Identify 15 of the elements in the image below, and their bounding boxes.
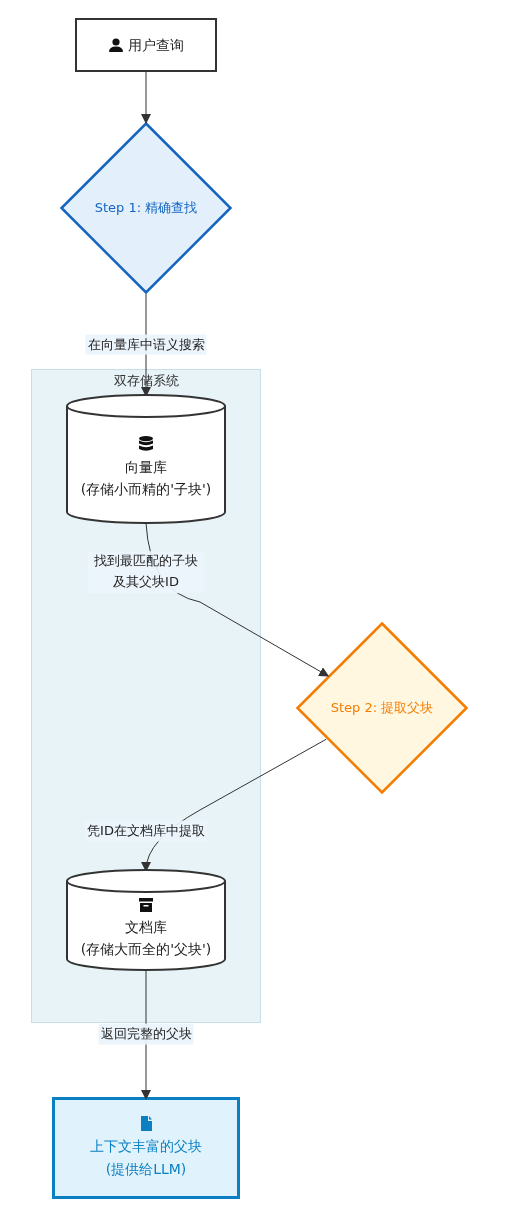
node-label: 用户查询 [127,35,184,55]
node-label: Step 2: 提取父块 [330,698,434,717]
node-subtitle: (存储大而全的'父块') [80,940,212,959]
edge-label: 返回完整的父块 [98,1023,194,1045]
arrow [141,70,151,124]
group-title: 双存储系统 [113,372,179,390]
node-label: Step 1: 精确查找 [94,198,198,217]
edge-label: 在向量库中语义搜索 [85,334,207,355]
node-subtitle: (存储小而精的'子块') [80,480,212,499]
edge-label: 凭ID在文档库中提取 [85,820,207,842]
edge-label: 找到最匹配的子块及其父块ID [88,551,204,593]
node-subtitle: (提供给LLM) [105,1159,187,1179]
node-label: 向量库 [125,457,167,477]
node-label: 文档库 [125,917,167,937]
node-label: 上下文丰富的父块 [90,1137,202,1157]
